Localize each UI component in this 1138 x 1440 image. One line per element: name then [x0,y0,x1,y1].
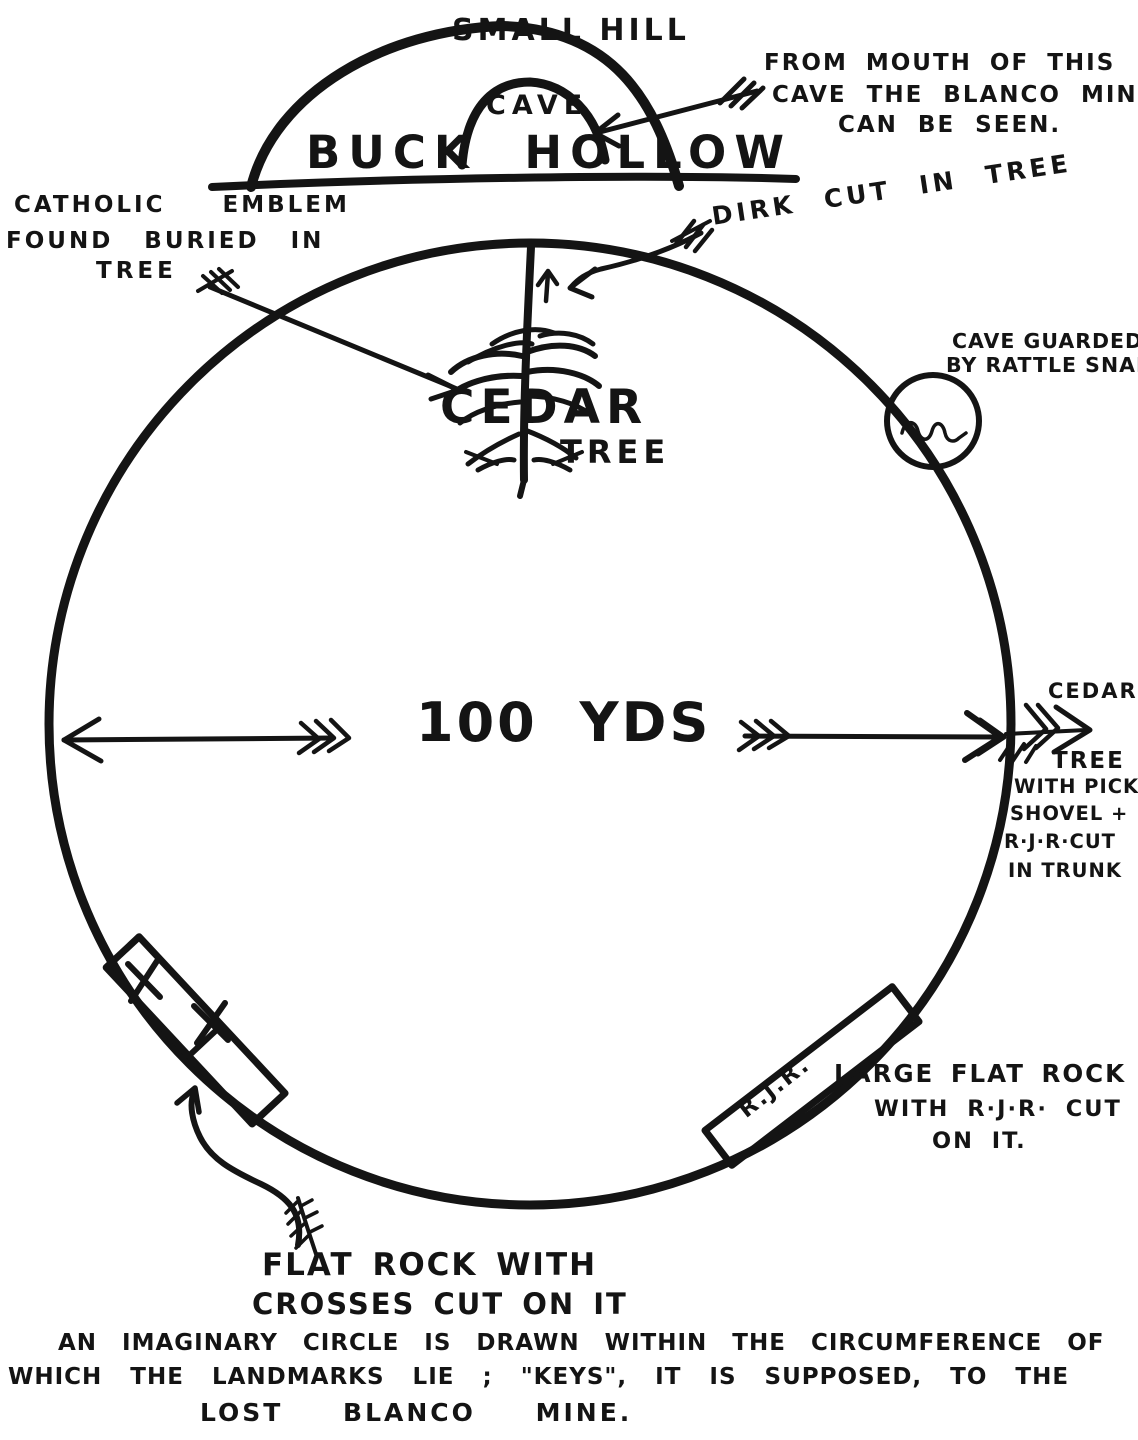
from-mouth-arrow [592,76,766,149]
center-cedar-label: CEDAR [440,380,649,435]
rattlesnake-cave-drawing [884,372,982,470]
cedar-tree-drawing [444,243,602,499]
diameter-arrow-left [61,716,352,764]
rjr-rock-drawing [701,983,923,1169]
snake-squiggle [900,420,968,443]
large-flat-rock-note-line1: LARGE FLAT ROCK [834,1059,1127,1088]
caption-line2: WHICH THE LANDMARKS LIE ; "KEYS", IT IS … [8,1364,1070,1390]
caption-line1: AN IMAGINARY CIRCLE IS DRAWN WITHIN THE … [58,1330,1105,1356]
diameter-arrow-right [736,710,1007,763]
catholic-emblem-note-line3: TREE [96,258,177,284]
dirk-arrow [567,218,715,300]
right-cedar-arrow [998,702,1093,764]
large-flat-rock-note-line3: ON IT. [932,1128,1027,1154]
cave-label: CAVE [486,90,589,121]
cross-mark [128,958,160,1004]
catholic-emblem-note-line2: FOUND BURIED IN [6,228,325,254]
cave-guarded-note-line1: CAVE GUARDED [952,329,1138,353]
catholic-emblem-note-line1: CATHOLIC EMBLEM [14,192,350,218]
right-tree-note-line4: SHOVEL + [1010,802,1129,825]
right-cedar-label: CEDAR [1048,679,1138,703]
from-mouth-note-line1: FROM MOUTH OF THIS [764,50,1116,76]
center-tree-label: TREE [560,433,671,471]
right-tree-note-line3: WITH PICK [1014,775,1138,798]
imaginary-circle [44,238,1016,1210]
hill-drawing [208,21,800,192]
up-arrow [535,268,560,304]
catholic-emblem-arrow [196,267,461,402]
from-mouth-note-line2: CAVE THE BLANCO MINE [772,82,1138,108]
flat-rock-note-line1: FLAT ROCK WITH [262,1247,598,1283]
right-tree-label: TREE [1052,748,1125,774]
from-mouth-note-line3: CAN BE SEEN. [838,112,1062,138]
small-hill-label: SMALL HILL [452,13,690,48]
right-tree-note-line6: IN TRUNK [1008,859,1122,882]
buck-hollow-label: BUCK HOLLOW [306,126,792,179]
caption-line3: LOST BLANCO MINE. [200,1398,633,1427]
flat-rock-note-line2: CROSSES CUT ON IT [252,1287,628,1321]
cave-guarded-note-line2: BY RATTLE SNAKE [946,353,1138,377]
distance-label: 100 YDS [416,691,712,754]
right-tree-note-line5: R·J·R·CUT [1004,830,1116,853]
large-flat-rock-note-line2: WITH R·J·R· CUT [874,1096,1122,1122]
flat-rock-pointer-arrow [174,1085,324,1256]
cross-mark [194,1000,228,1046]
flat-rock-crosses-drawing [102,933,289,1128]
